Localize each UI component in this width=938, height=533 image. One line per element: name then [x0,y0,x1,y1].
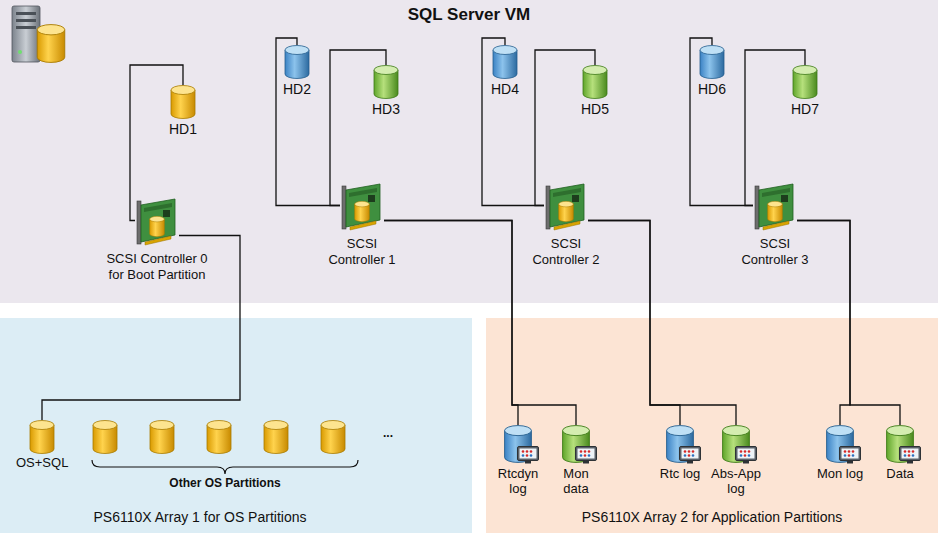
connector-wire [42,236,240,421]
disk-cylinder-icon [29,420,55,454]
storage-array: OS+SQL PS6110X Array 1 for OS Partitions [0,318,472,533]
disk-cylinder-icon [170,85,196,119]
disk-label: HD5 [581,101,609,118]
virtual-disk: HD2 [283,45,311,98]
volume-label: OS+SQL [16,456,68,471]
disk-cylinder-icon [792,65,818,99]
disk-cylinder-icon [496,425,540,465]
controller-label: SCSI Controller 1 [322,236,402,267]
volume-label: Rtcdyn log [492,467,544,497]
connector-wire [535,50,595,206]
note-label: Other OS Partitions [169,476,280,490]
connector-wire [384,221,518,426]
connector-wire [588,221,680,426]
controller-label: SCSI Controller 3 [735,236,815,267]
note-label: ... [383,426,393,440]
virtual-disk: HD4 [491,45,519,98]
volume-disk: Mon data [550,425,602,497]
connector-wire [745,50,805,206]
controller-card-icon [544,183,588,233]
volume-disk: Abs-App log [710,425,762,497]
storage-array: Rtcdyn logMon data Rtc log Abs-App log Mon … [486,318,938,533]
volume-disk: Rtcdyn log [492,425,544,497]
volume-label: Rtc log [660,467,700,482]
connector-wire [384,221,576,426]
volume-disk: Mon log [817,425,863,482]
volume-label: Data [886,467,913,482]
scsi-controller: SCSI Controller 2 [526,183,606,267]
disk-cylinder-icon [373,65,399,99]
virtual-disk: HD6 [698,45,726,98]
disk-cylinder-icon [554,425,598,465]
virtual-disk: HD7 [791,65,819,118]
disk-label: HD1 [169,121,197,138]
disk-cylinder-icon [658,425,702,465]
os-partition-disks [93,421,345,454]
controller-card-icon [753,183,797,233]
disk-cylinder-icon [582,65,608,99]
connector-wire [690,38,753,206]
disk-cylinder-icon [714,425,758,465]
group-bracket [92,460,358,474]
connector-wire [797,221,900,426]
scsi-controller: SCSI Controller 3 [735,183,815,267]
volume-label: Mon data [550,467,602,497]
controller-label: SCSI Controller 0 for Boot Partition [101,251,213,282]
controller-card-icon [340,183,384,233]
disk-label: HD7 [791,101,819,118]
disk-label: HD4 [491,81,519,98]
volume-label: Abs-App log [710,467,762,497]
connector-wire [130,65,183,221]
array-title: PS6110X Array 1 for OS Partitions [0,509,400,525]
virtual-disk: HD1 [169,85,197,138]
scsi-controller: SCSI Controller 1 [322,183,402,267]
server-icon [12,6,65,62]
disk-cylinder-icon [699,45,725,79]
volume-disk: Rtc log [658,425,702,482]
controller-card-icon [135,198,179,248]
volume-disk: Data [878,425,922,482]
connector-wire [797,221,850,426]
disk-label: HD2 [283,81,311,98]
disk-label: HD3 [372,101,400,118]
band-title: SQL Server VM [0,0,938,25]
disk-cylinder-icon [818,425,862,465]
array-title: PS6110X Array 2 for Application Partitio… [486,509,938,525]
virtual-disk: HD3 [372,65,400,118]
volume-label: Mon log [817,467,863,482]
volume-disk: OS+SQL [16,420,68,471]
disk-cylinder-icon [878,425,922,465]
controller-label: SCSI Controller 2 [526,236,606,267]
virtual-disk: HD5 [581,65,609,118]
disk-cylinder-icon [492,45,518,79]
connector-wire [588,221,736,426]
connector-wire [330,50,386,206]
vm-band: HD1 HD2HD3 HD4HD5 HD6HD7SCSI Controller 0 f… [0,0,938,303]
disk-label: HD6 [698,81,726,98]
disk-cylinder-icon [284,45,310,79]
scsi-controller: SCSI Controller 0 for Boot Partition [101,198,213,282]
